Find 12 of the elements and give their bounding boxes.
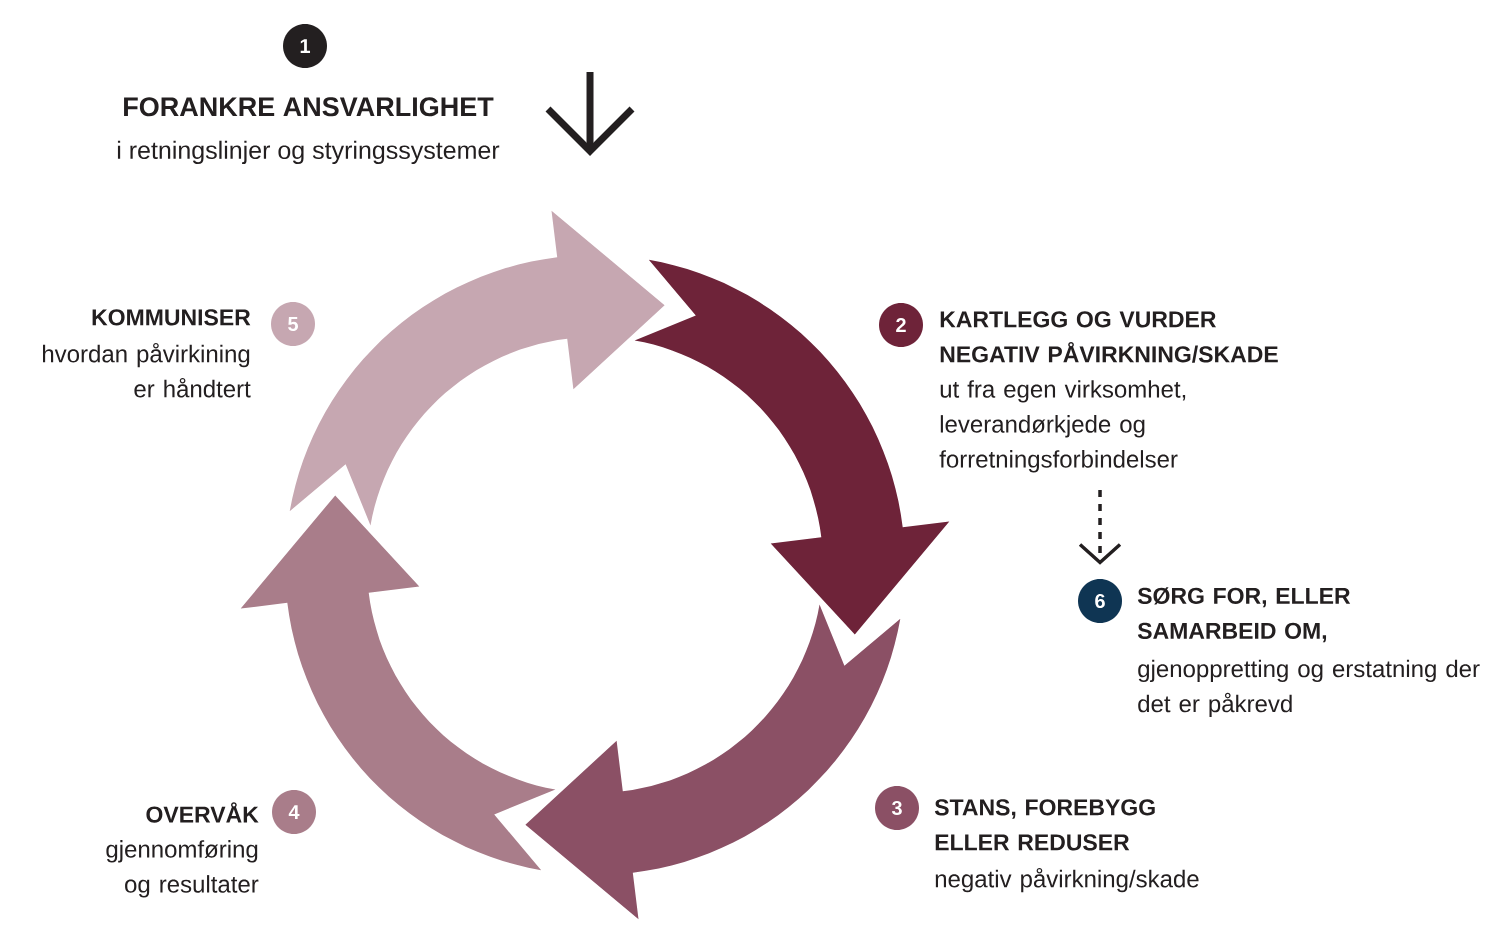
- step-description: i retningslinjer og styringssystemer: [117, 140, 500, 165]
- step-heading: SØRG FOR, ELLER SAMARBEID OM,: [1137, 587, 1351, 643]
- step-description: gjennomføring og resultater: [106, 840, 259, 898]
- step-heading: STANS, FOREBYGG ELLER REDUSER: [934, 799, 1155, 851]
- step-heading: KOMMUNISER: [92, 309, 251, 326]
- step-heading: KARTLEGG OG VURDER NEGATIV PÅVIRKNING/SKADE: [940, 311, 1278, 363]
- step-description: hvordan påvirkining er håndtert: [43, 342, 251, 398]
- step-description: ut fra egen virksomhet, leverandørkjede og forretningsforbindelser: [939, 380, 1186, 473]
- step-description: gjenoppretting og erstatning der det er påkrevd: [1138, 659, 1480, 718]
- step-heading: OVERVÅK: [146, 802, 259, 823]
- step-heading: FORANKRE ANSVARLIGHET: [124, 97, 494, 117]
- step-description: negativ påvirkning/skade: [935, 867, 1199, 893]
